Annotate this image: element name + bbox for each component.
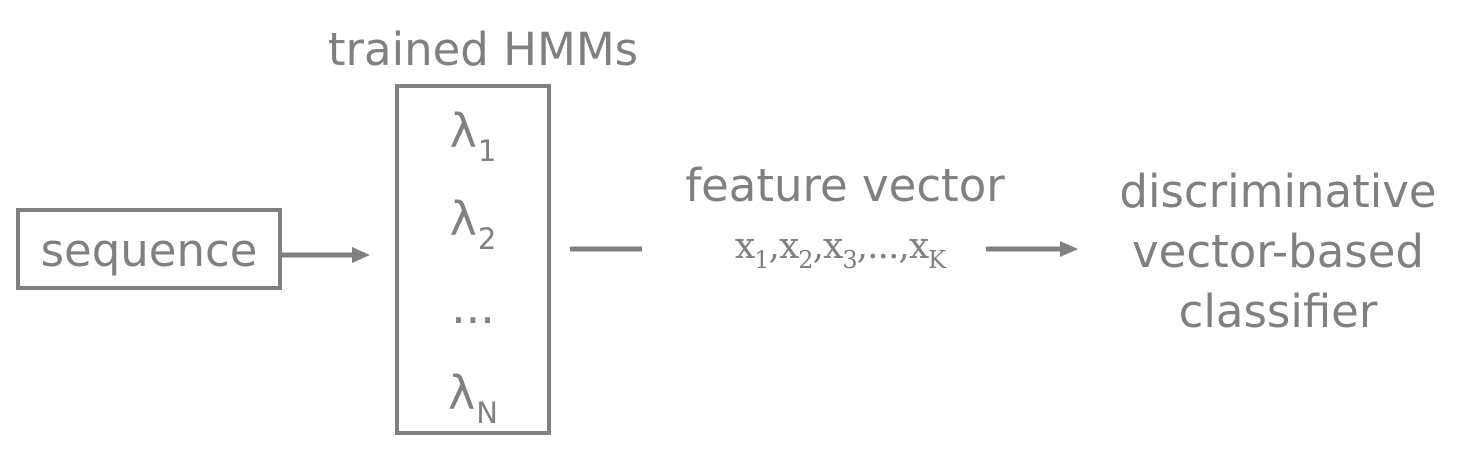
feature-term-base: x xyxy=(778,226,799,267)
hmm-item-ellipsis: ... xyxy=(399,284,547,330)
hmm-item-subscript: N xyxy=(476,396,498,430)
hmm-item-base: ... xyxy=(451,280,495,334)
feature-vector-expression: x1,x2,x3,...,xK xyxy=(700,222,980,275)
feature-term-subscript: K xyxy=(928,246,946,274)
hmm-item-subscript: 1 xyxy=(477,134,497,168)
feature-vector-title: feature vector xyxy=(685,159,1005,212)
feature-term-base: x xyxy=(823,226,843,267)
classifier-line-1: discriminative xyxy=(1119,165,1437,218)
sequence-label: sequence xyxy=(40,223,258,277)
hmm-box: λ1 λ2 ... λN xyxy=(395,84,551,435)
hmm-item-lambda-2: λ2 xyxy=(399,196,547,254)
feature-term-base: x xyxy=(908,226,929,267)
classifier-line-3: classifier xyxy=(1178,285,1378,338)
feature-to-classifier-arrowhead xyxy=(1060,241,1078,257)
hmm-item-base: λ xyxy=(448,366,476,420)
hmm-item-lambda-1: λ1 xyxy=(399,108,547,166)
feature-term-subscript: 1 xyxy=(754,246,769,274)
sequence-to-hmm-arrowhead xyxy=(352,247,370,263)
feature-term-separator: , xyxy=(768,226,780,267)
feature-term-subscript: 3 xyxy=(842,246,857,274)
hmm-item-lambda-n: λN xyxy=(399,370,547,428)
feature-term-subscript: 2 xyxy=(798,246,813,274)
classifier-label: discriminative vector-based classifier xyxy=(1100,162,1456,342)
hmm-item-base: λ xyxy=(449,192,477,246)
feature-term-base: x xyxy=(734,226,755,267)
hmm-item-base: λ xyxy=(449,104,477,158)
feature-term-separator: , xyxy=(812,226,824,267)
hmm-item-subscript: 2 xyxy=(477,222,497,256)
classifier-line-2: vector-based xyxy=(1132,225,1424,278)
hmm-title: trained HMMs xyxy=(327,23,639,76)
feature-term-separator: ,..., xyxy=(856,226,910,267)
sequence-box: sequence xyxy=(16,208,282,290)
